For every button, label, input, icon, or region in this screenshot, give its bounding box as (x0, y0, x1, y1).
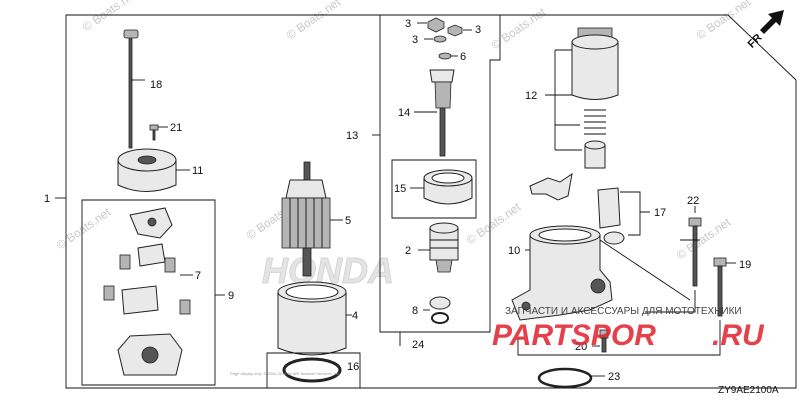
watermark-text: © Boats.net (464, 200, 524, 248)
part-o-ring-large (537, 367, 605, 389)
watermark-text: © Boats.net (489, 5, 549, 53)
part-washer (438, 52, 458, 60)
part-long-bolt-22 (688, 206, 702, 287)
shop-tagline: ЗАПЧАСТИ И АКСЕССУАРЫ ДЛЯ МОТОТЕХНИКИ (505, 306, 742, 317)
watermark-text: © Boats.net (674, 215, 734, 263)
watermark-text: © Boats.net (80, 0, 140, 34)
callout-19: 19 (739, 259, 751, 271)
part-through-bolt (123, 29, 145, 149)
callout-9: 9 (228, 290, 234, 302)
callout-17: 17 (654, 207, 666, 219)
callout-3: 3 (412, 34, 418, 46)
part-armature (281, 161, 343, 277)
part-solenoid (571, 27, 619, 169)
shop-tld: .RU (712, 319, 765, 352)
callout-5: 5 (345, 215, 351, 227)
fr-arrow-icon: FR (746, 10, 784, 51)
shop-watermark: ЗАПЧАСТИ И АКСЕССУАРЫ ДЛЯ МОТОТЕХНИКИ PA… (492, 306, 765, 352)
callout-20: 20 (575, 341, 587, 353)
leader-line (517, 290, 721, 356)
part-screw-small (149, 124, 168, 141)
part-pinion-shaft (414, 69, 455, 157)
part-bolt-short (592, 329, 609, 353)
drive-group-frame (379, 14, 501, 333)
part-long-bolt-19 (713, 257, 736, 317)
leader-line (599, 239, 700, 301)
callout-7: 7 (195, 270, 201, 282)
watermark-text: © Boats.net (54, 205, 114, 253)
brush-box-frame (81, 199, 216, 386)
part-nuts (427, 17, 463, 43)
callout-11: 11 (192, 165, 203, 177)
callout-8: 8 (412, 305, 418, 317)
diagram-code: ZY9AE2100A (718, 385, 779, 396)
callout-3: 3 (405, 18, 411, 30)
callout-1: 1 (44, 193, 50, 205)
callout-3: 3 (475, 24, 481, 36)
watermark-text: © Boats.net (694, 0, 754, 42)
callout-23: 23 (608, 371, 620, 383)
part-shift-lever (529, 172, 650, 245)
part-internal-gear (410, 169, 473, 205)
part-stop-collar (423, 296, 451, 324)
part-yoke (277, 281, 352, 356)
copyright-text: Page display only. © 2004-2016 by ARI Ne… (230, 371, 340, 376)
outer-frame (65, 14, 797, 389)
part-front-housing (511, 225, 613, 321)
solenoid-bracket (545, 49, 582, 151)
callout-6: 6 (460, 51, 466, 63)
watermark-text: © Boats.net (284, 0, 344, 42)
callout-24: 24 (412, 339, 424, 351)
oring-box-frame (266, 352, 361, 389)
part-brush-holder (103, 207, 193, 376)
part-pinion (418, 222, 459, 273)
callout-14: 14 (398, 107, 410, 119)
callout-16: 16 (347, 361, 359, 373)
callout-2: 2 (405, 245, 411, 257)
callout-10: 10 (508, 245, 520, 257)
shop-name: PARTSPOR (492, 319, 656, 352)
callout-12: 12 (525, 90, 537, 102)
callout-13: 13 (346, 130, 358, 142)
gear-box-frame (391, 159, 477, 219)
callout-15: 15 (394, 183, 406, 195)
part-rear-cover (117, 148, 190, 192)
callout-21: 21 (170, 122, 182, 134)
callout-22: 22 (687, 195, 699, 207)
callout-4: 4 (352, 310, 358, 322)
part-o-ring (282, 357, 342, 383)
callout-18: 18 (150, 79, 162, 91)
